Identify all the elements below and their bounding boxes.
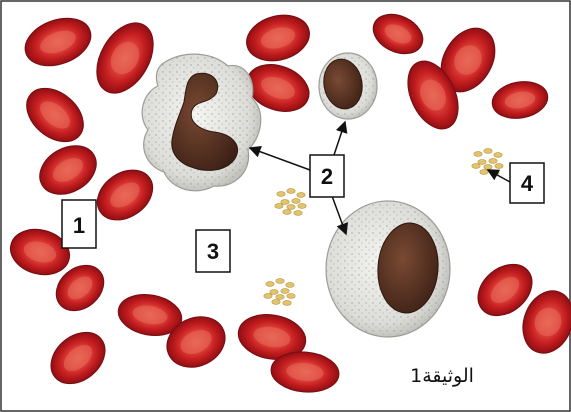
red-blood-cell (16, 78, 93, 153)
platelet (287, 294, 295, 299)
platelet (494, 153, 502, 158)
document-caption: الوثيقة1 (410, 365, 474, 387)
platelet (472, 164, 480, 169)
platelet (474, 152, 482, 157)
platelet (287, 205, 295, 210)
platelet (264, 294, 272, 299)
white-blood-cell-small (319, 53, 377, 119)
label-2-text: 2 (321, 164, 333, 189)
platelet (272, 300, 280, 305)
platelet (275, 204, 283, 209)
platelet (276, 295, 284, 300)
label-4-box: 4 (510, 163, 544, 203)
red-blood-cell (31, 136, 105, 204)
white-blood-cell-large (326, 201, 450, 337)
platelet (480, 170, 488, 175)
label-3-box: 3 (196, 230, 230, 272)
platelet (270, 290, 278, 295)
platelet (489, 159, 497, 164)
platelet (281, 200, 289, 205)
platelet (292, 199, 300, 204)
red-blood-cell (489, 77, 550, 122)
red-blood-cell (241, 8, 314, 67)
red-blood-cell (19, 10, 98, 75)
platelet (298, 204, 306, 209)
platelet (297, 193, 305, 198)
platelet (286, 283, 294, 288)
platelet (283, 210, 291, 215)
label-4-text: 4 (521, 171, 534, 196)
label-2-box: 2 (310, 155, 344, 197)
platelet (495, 164, 503, 169)
platelet (294, 211, 302, 216)
platelet (287, 189, 295, 194)
red-blood-cell (88, 160, 162, 230)
label-1-box: 1 (62, 200, 96, 248)
platelet (281, 289, 289, 294)
label-1-text: 1 (73, 213, 85, 238)
platelet (484, 165, 492, 170)
red-blood-cell (41, 322, 115, 394)
platelet (266, 282, 274, 287)
platelet (478, 160, 486, 165)
red-blood-cell (367, 7, 429, 62)
platelet (276, 279, 284, 284)
platelet (277, 192, 285, 197)
platelet (283, 301, 291, 306)
label-3-text: 3 (207, 239, 219, 264)
platelet (484, 149, 492, 154)
white-blood-cell-lobed (142, 54, 261, 191)
